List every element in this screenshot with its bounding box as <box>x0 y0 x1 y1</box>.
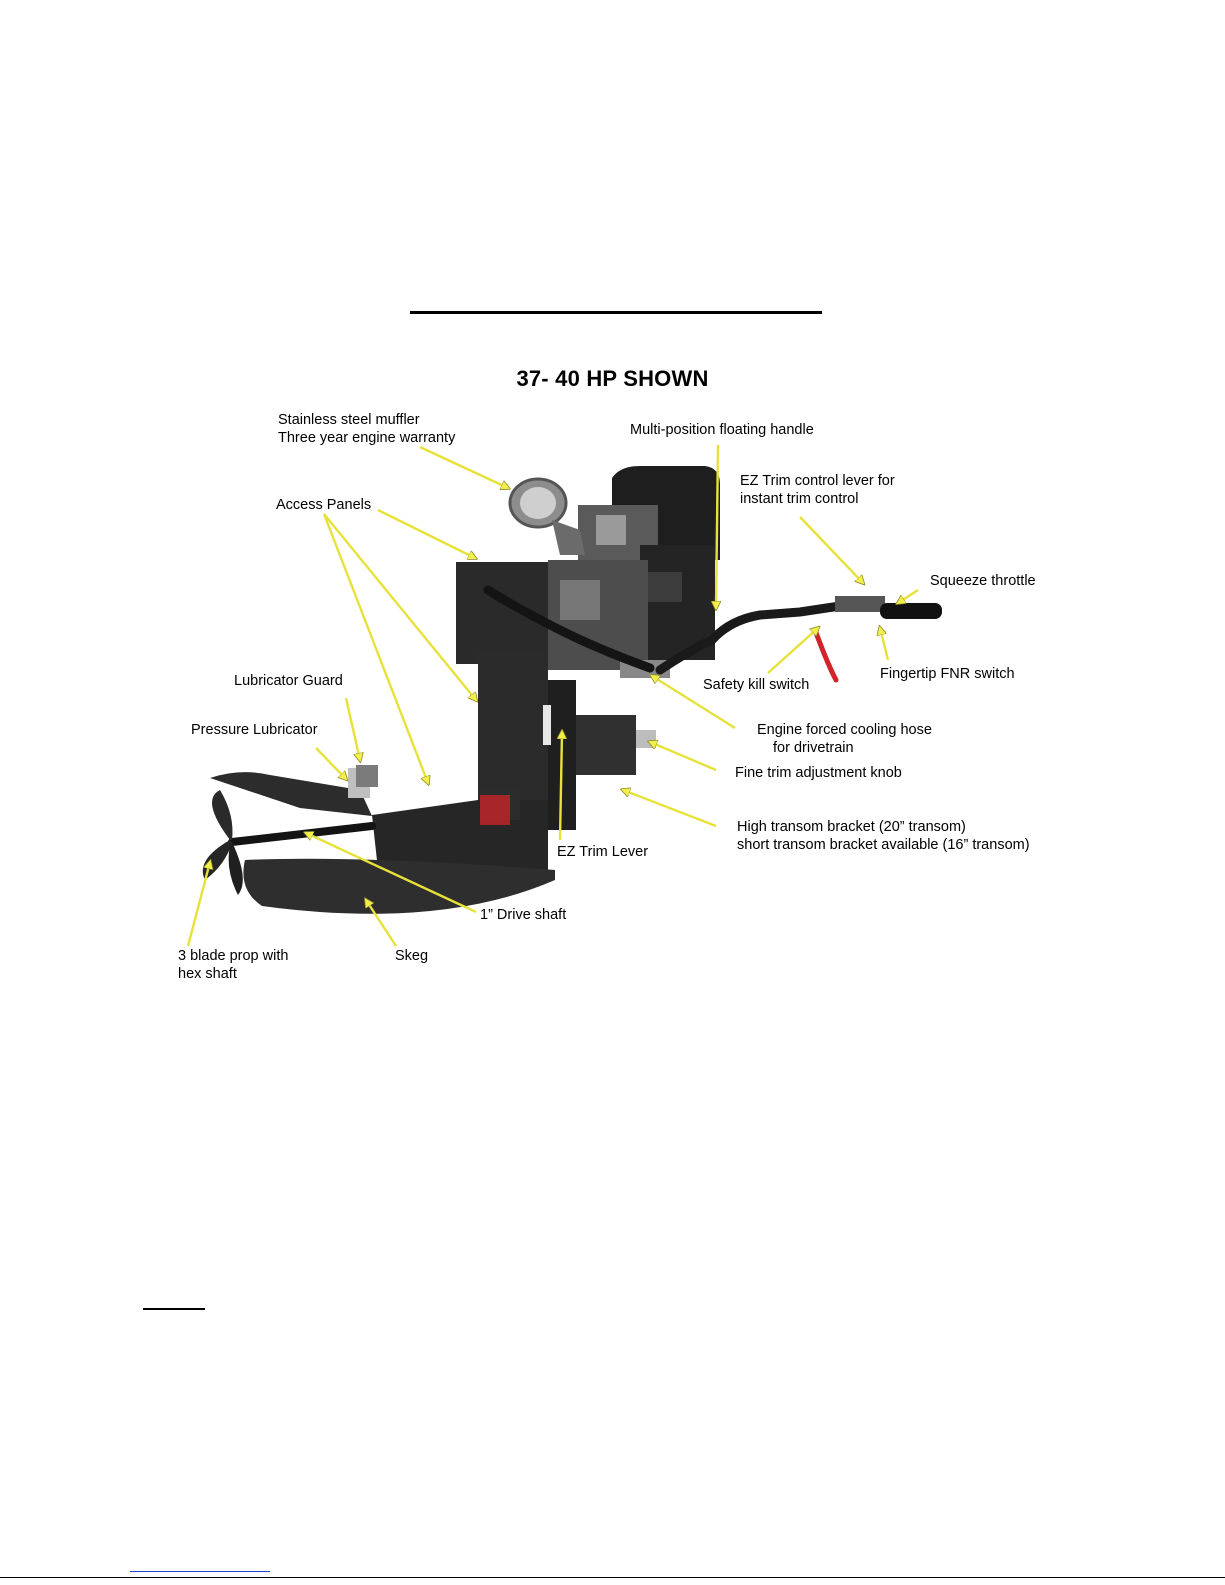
label-skeg: Skeg <box>395 948 429 964</box>
arrow-access-panel-2 <box>323 513 476 700</box>
label-kill-switch: Safety kill switch <box>703 677 810 693</box>
ez-trim-lever <box>543 705 551 745</box>
throttle-grip <box>880 603 942 619</box>
floating-handle <box>655 601 845 675</box>
arrow-ez-trim-control <box>799 516 863 583</box>
arrow-prop <box>186 862 210 947</box>
arrow-fine-trim <box>650 742 717 772</box>
arrow-lubricator-guard <box>344 697 360 760</box>
arrow-pressure-lubricator <box>315 747 346 779</box>
prop-blade <box>228 842 243 895</box>
prop-blade <box>212 790 233 840</box>
lubricator-guard <box>356 765 378 787</box>
label-fnr-switch: Fingertip FNR switch <box>880 666 1015 682</box>
drive-shaft <box>228 822 376 846</box>
page-bottom-edge <box>0 1577 1225 1578</box>
label-access-panels: Access Panels <box>276 497 372 513</box>
arrow-ez-trim-lever <box>560 732 562 841</box>
fine-trim-knob <box>636 730 656 748</box>
arrow-access-panel-1 <box>377 508 475 558</box>
arrow-squeeze-throttle <box>898 588 919 603</box>
arrow-fnr-switch <box>880 628 890 661</box>
label-ez-trim-lever: EZ Trim Lever <box>557 844 649 860</box>
label-cooling-hose: Engine forced cooling hose for drivetrai… <box>757 722 932 756</box>
arrow-drive-shaft <box>306 833 477 914</box>
label-floating-handle: Multi-position floating handle <box>630 422 814 438</box>
kill-switch-lanyard <box>812 627 839 683</box>
label-ez-trim-control: EZ Trim control lever for instant trim c… <box>740 473 895 507</box>
label-fine-trim: Fine trim adjustment knob <box>735 765 902 781</box>
arrow-skeg <box>366 900 398 947</box>
skeg <box>243 858 555 914</box>
arrow-kill-switch <box>767 628 818 674</box>
label-drive-shaft: 1” Drive shaft <box>480 907 567 923</box>
motor-drawing <box>202 466 942 914</box>
callout-arrows <box>186 444 919 947</box>
label-lubricator-guard: Lubricator Guard <box>234 673 343 689</box>
arrow-transom-bracket <box>623 790 717 828</box>
header-rule <box>410 311 822 314</box>
label-pressure-lubricator: Pressure Lubricator <box>191 722 318 738</box>
label-muffler: Stainless steel muffler Three year engin… <box>278 412 456 446</box>
arrow-handle <box>716 444 718 608</box>
transom-bracket <box>576 715 636 775</box>
footer-rule <box>143 1308 205 1310</box>
label-transom-bracket: High transom bracket (20” transom) short… <box>737 819 1030 853</box>
cooling-hose <box>483 585 655 673</box>
label-squeeze-throttle: Squeeze throttle <box>930 573 1036 589</box>
trim-control-block <box>835 596 885 612</box>
arrow-cooling-hose <box>652 676 736 730</box>
arrow-access-panel-3 <box>322 513 428 783</box>
arrow-muffler <box>419 445 508 488</box>
brand-decal <box>480 795 510 825</box>
vertical-housing <box>478 650 548 810</box>
shaft-guard <box>210 772 372 816</box>
label-prop: 3 blade prop with hex shaft <box>178 948 289 982</box>
page-title: 37- 40 HP SHOWN <box>516 366 709 391</box>
footer-link-underline[interactable] <box>130 1571 270 1572</box>
